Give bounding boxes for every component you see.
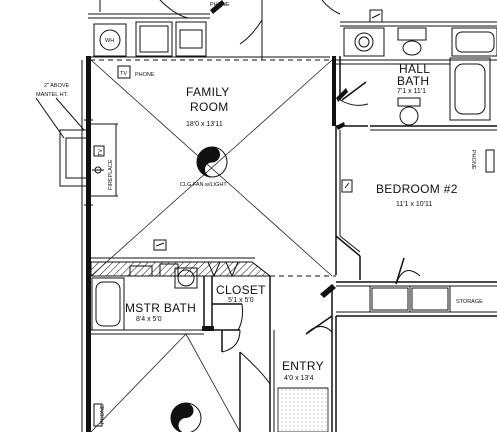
entry-dims: 4'0 x 13'4 — [284, 375, 314, 382]
toilet-icon — [399, 106, 419, 126]
master-bath: MSTR BATH 8'4 x 5'0 — [91, 261, 240, 331]
family-room-dims: 18'0 x 13'11 — [186, 121, 223, 128]
wh-label: WH — [105, 38, 114, 44]
mantel-note-2: MANTEL HT. — [36, 92, 68, 98]
ceiling-fan-icon — [196, 146, 228, 178]
tv-label: TV — [120, 71, 127, 77]
entry: ENTRY 4'0 x 13'4 — [282, 359, 324, 382]
mstr-bath-tub — [91, 277, 125, 331]
mstr-bath-name: MSTR BATH — [125, 301, 196, 315]
closet-name: CLOSET — [216, 283, 266, 297]
closet: CLOSET 5'1 x 5'0 — [216, 283, 266, 304]
tv-label-fireplace: TV — [98, 149, 104, 156]
phone-label-bedroom: PHONE — [470, 150, 476, 170]
phone-label-bottom: PHONE — [100, 404, 106, 424]
top-utility-area: WH PHONE — [88, 0, 341, 60]
tv-outlet-icon — [117, 65, 131, 79]
phone-label-family: PHONE — [135, 72, 155, 78]
fireplace-label: FIREPLACE — [108, 159, 114, 190]
ceiling-cross-lines — [90, 59, 333, 432]
bedroom-2: BEDROOM #2 11'1 x 10'11 PHONE — [341, 149, 495, 208]
entry-tile — [277, 387, 329, 432]
water-heater-icon — [99, 29, 121, 51]
fireplace: 2" ABOVE MANTEL HT. FIREPLACE TV — [35, 83, 118, 197]
mstr-bath-dims: 8'4 x 5'0 — [136, 316, 162, 323]
outlet-box-icon-2 — [153, 239, 167, 251]
family-room: TV PHONE FAMILY ROOM 18'0 x 13'11 CLG.FA… — [117, 65, 230, 251]
closet-dims: 5'1 x 5'0 — [228, 297, 254, 304]
hall-bath-name-1: HALL — [399, 62, 430, 76]
vanity-counter-hatch — [90, 261, 272, 277]
mantel-note-1: 2" ABOVE — [44, 83, 70, 89]
family-room-name-1: FAMILY — [186, 85, 230, 99]
mantel-leader-2 — [55, 97, 85, 131]
dryer-icon — [175, 21, 207, 57]
ceiling-fan-icon-2 — [170, 402, 202, 432]
bedroom2-name: BEDROOM #2 — [376, 182, 458, 196]
hall-bath-tub — [449, 57, 491, 121]
hall-bath-dims: 7'1 x 11'1 — [397, 88, 426, 95]
master-bedroom-partial: PHONE — [93, 402, 202, 432]
family-room-name-2: ROOM — [190, 100, 229, 114]
storage-label: STORAGE — [456, 299, 483, 305]
hall-bath-name-2: BATH — [397, 74, 429, 88]
washer-icon — [135, 21, 173, 57]
storage: STORAGE — [456, 299, 483, 305]
entry-name: ENTRY — [282, 359, 324, 373]
bedroom2-dims: 11'1 x 10'11 — [396, 201, 432, 208]
ceiling-fan-label: CLG.FAN w/LIGHT — [180, 182, 227, 188]
hall-bath-fixtures: HALL BATH 7'1 x 11'1 — [340, 9, 497, 126]
mstr-sink-icon — [177, 269, 195, 287]
vanity — [343, 27, 385, 57]
sink-icon — [354, 32, 374, 52]
mantel-leader-1 — [35, 97, 65, 139]
